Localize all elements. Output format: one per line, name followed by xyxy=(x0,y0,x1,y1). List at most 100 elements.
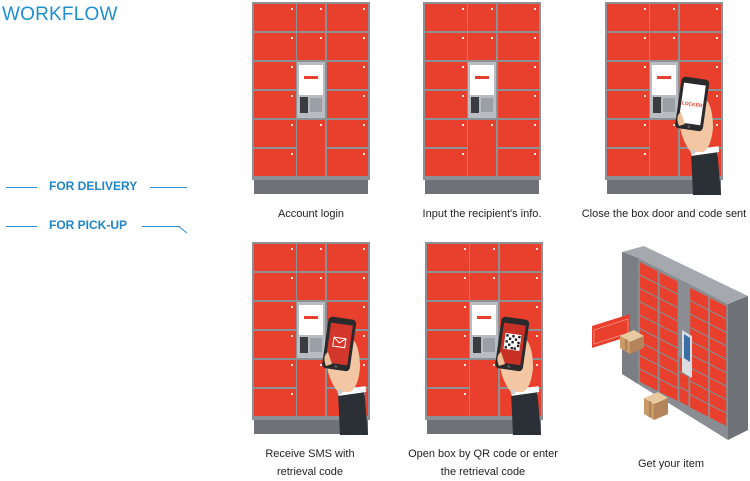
qr-cell xyxy=(510,346,514,350)
door-handle xyxy=(462,124,464,126)
suit-sleeve xyxy=(338,388,368,435)
terminal-logo xyxy=(475,76,489,79)
locker-door xyxy=(425,4,467,31)
envelope-icon xyxy=(332,336,347,349)
terminal-slot xyxy=(310,98,322,112)
locker-door xyxy=(680,4,721,31)
locker-door xyxy=(327,273,368,300)
iso-locker-door xyxy=(659,285,678,308)
locker-door xyxy=(327,149,368,176)
terminal-keypad xyxy=(300,97,308,113)
iso-locker-door xyxy=(690,355,709,377)
locker-door xyxy=(254,360,296,387)
locker-door xyxy=(607,4,649,31)
locker-door xyxy=(498,33,539,60)
shirt-cuff xyxy=(337,386,367,396)
locker-illustration xyxy=(252,2,370,194)
nav-line-left xyxy=(6,226,37,227)
terminal-screen xyxy=(472,305,496,335)
door-handle xyxy=(363,364,365,366)
door-handle xyxy=(644,95,646,97)
iso-locker-door xyxy=(710,338,727,359)
door-handle xyxy=(493,277,495,279)
locker-door xyxy=(327,33,368,60)
iso-locker-door xyxy=(639,288,658,311)
qr-cell xyxy=(512,334,515,338)
iso-locker-door xyxy=(710,378,727,400)
iso-locker-door xyxy=(659,299,678,321)
door-handle xyxy=(493,364,495,366)
locker-door xyxy=(498,4,539,31)
locker-door xyxy=(254,62,296,89)
door-handle xyxy=(462,8,464,10)
envelope-flap xyxy=(333,336,347,344)
door-handle xyxy=(536,277,538,279)
door-handle xyxy=(536,335,538,337)
step-open-box xyxy=(425,242,543,435)
door-handle xyxy=(462,37,464,39)
qr-cell xyxy=(516,344,520,348)
nav-line-right xyxy=(150,187,187,188)
locker-door xyxy=(607,149,649,176)
iso-locker-door xyxy=(710,365,727,386)
iso-locker-door xyxy=(690,287,709,310)
iso-locker-door xyxy=(639,369,658,391)
terminal-slot xyxy=(663,98,675,112)
door-handle xyxy=(716,95,718,97)
locker-illustration xyxy=(425,242,543,435)
caption-line: Receive SMS with xyxy=(265,448,355,460)
locker-door xyxy=(254,33,296,60)
locker-door xyxy=(425,62,467,89)
nav-for-pickup[interactable]: FOR PICK-UP xyxy=(0,217,200,237)
door-handle xyxy=(644,124,646,126)
locker-door xyxy=(607,33,649,60)
door-handle xyxy=(291,248,293,250)
terminal-slot xyxy=(483,338,495,352)
door-handle xyxy=(363,277,365,279)
smartphone xyxy=(322,316,357,372)
door-handle xyxy=(462,153,464,155)
step-caption: Receive SMS with retrieval code xyxy=(240,445,380,481)
locker-door xyxy=(607,62,649,89)
step-caption: Open box by QR code or enter the retriev… xyxy=(396,445,570,481)
suit-sleeve xyxy=(511,388,541,435)
locker-door xyxy=(254,120,296,147)
door-handle xyxy=(493,248,495,250)
iso-locker-door xyxy=(659,352,678,375)
step-input-recipient xyxy=(423,2,541,195)
nav-line-left xyxy=(6,187,37,188)
iso-locker-door xyxy=(659,379,678,402)
iso-locker-door xyxy=(659,339,678,361)
phone-logo-text: LOCKER xyxy=(681,100,703,109)
door-handle xyxy=(716,37,718,39)
locker-door xyxy=(425,149,467,176)
nav-for-delivery[interactable]: FOR DELIVERY xyxy=(0,178,200,198)
door-handle xyxy=(363,153,365,155)
door-handle xyxy=(536,364,538,366)
door-handle xyxy=(464,393,466,395)
door-handle xyxy=(320,277,322,279)
locker-door xyxy=(254,302,296,329)
iso-locker-door xyxy=(639,315,658,338)
door-handle xyxy=(464,306,466,308)
iso-locker-door xyxy=(710,405,727,426)
door-handle xyxy=(320,37,322,39)
phone-home-button xyxy=(507,365,511,369)
terminal-screen xyxy=(652,65,676,95)
locker-base xyxy=(425,180,539,194)
locker-door xyxy=(468,120,496,176)
door-handle xyxy=(363,8,365,10)
locker-door xyxy=(327,120,368,147)
iso-locker-door xyxy=(639,262,658,284)
door-handle xyxy=(464,364,466,366)
hand-with-phone xyxy=(495,316,541,435)
iso-locker-door xyxy=(659,325,678,348)
door-handle xyxy=(534,124,536,126)
door-handle xyxy=(363,37,365,39)
door-handle xyxy=(363,66,365,68)
door-handle xyxy=(363,124,365,126)
door-handle xyxy=(291,393,293,395)
isometric-locker-illustration xyxy=(592,246,748,440)
door-handle xyxy=(644,66,646,68)
terminal-keypad xyxy=(300,337,308,353)
